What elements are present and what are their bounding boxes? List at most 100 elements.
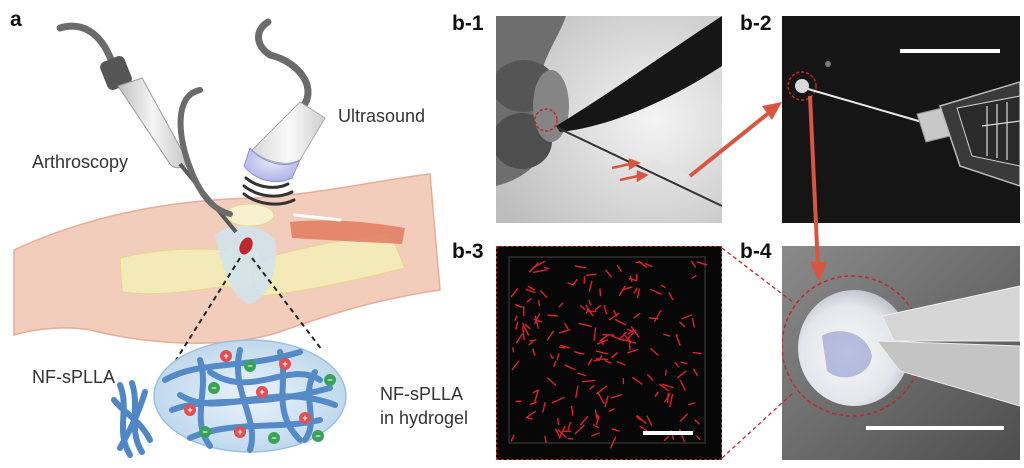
b3-fiber: [577, 372, 587, 377]
charge-markers: + + + + + + − − − − − −: [184, 350, 336, 444]
b3-fiber: [586, 273, 597, 276]
b3-fiber: [540, 290, 548, 298]
b3-fiber: [635, 415, 642, 421]
free-fibers: [111, 380, 153, 458]
svg-text:+: +: [282, 359, 287, 369]
b3-fiber: [558, 425, 566, 439]
b3-fiber: [646, 415, 653, 426]
b3-fiber: [510, 287, 519, 298]
b3-fiber: [567, 282, 575, 286]
b3-fiber: [533, 318, 543, 323]
b3-fiber: [692, 351, 702, 355]
b3-fiber: [669, 393, 674, 408]
b3-fiber: [687, 402, 696, 406]
b3-fiber: [525, 289, 536, 294]
b3-fiber: [526, 417, 533, 420]
patella: [225, 203, 275, 227]
b3-fiber: [573, 351, 585, 355]
b3-fiber: [527, 285, 536, 291]
b3-fiber: [694, 419, 700, 425]
b3-fiber: [616, 264, 622, 273]
panel-a-illustration: + + + + + + − − − − − −: [13, 18, 441, 458]
b3-fiber: [512, 346, 515, 353]
label-nf-splla-hydrogel-2: in hydrogel: [380, 408, 469, 428]
b3-fiber: [627, 330, 633, 335]
b3-fiber: [608, 312, 620, 321]
cartilage-region: [215, 225, 277, 304]
b3-fiber: [579, 304, 586, 311]
b1-dashed-circle: [534, 108, 558, 132]
b3-fiber: [616, 361, 626, 366]
b3-fiber: [511, 360, 520, 371]
b3-fiber-marks: [510, 260, 708, 449]
panel-label-b4: b-4: [740, 240, 772, 263]
label-nf-splla-hydrogel-1: NF-sPLLA: [380, 384, 464, 404]
b3-fiber: [515, 321, 519, 330]
b3-fiber: [585, 308, 589, 314]
tendon: [290, 220, 405, 244]
b3-fiber: [668, 292, 674, 301]
b3-fiber: [526, 298, 532, 303]
b3-fiber: [611, 335, 625, 342]
b3-fiber: [593, 358, 600, 362]
b3-fiber: [636, 415, 647, 425]
b3-fiber: [522, 325, 525, 341]
b3-fiber: [679, 413, 688, 422]
b3-fiber: [695, 435, 701, 441]
b3-fiber: [525, 410, 537, 419]
b3-fiber: [585, 304, 594, 317]
b3-fiber: [559, 329, 571, 334]
b3-fiber: [604, 395, 609, 408]
svg-text:−: −: [202, 427, 207, 437]
svg-text:+: +: [237, 427, 242, 437]
b3-fiber: [581, 379, 596, 383]
b3-fiber: [633, 312, 641, 319]
b3-fiber: [664, 393, 671, 403]
b3-fiber: [632, 376, 643, 385]
b3-fiber: [534, 389, 539, 403]
b3-fiber: [615, 319, 627, 326]
svg-text:−: −: [327, 375, 332, 385]
b3-fiber: [547, 314, 559, 317]
b3-fiber: [588, 300, 592, 306]
b3-fiber: [564, 323, 569, 330]
b3-fiber: [587, 358, 593, 366]
panel-label-a: a: [10, 8, 22, 31]
b3-fiber: [594, 409, 598, 419]
label-ultrasound: Ultrasound: [338, 106, 426, 126]
label-nf-splla: NF-sPLLA: [32, 367, 116, 387]
b3-fiber: [534, 315, 539, 329]
b3-fiber: [573, 278, 578, 285]
b3-fiber: [675, 333, 681, 346]
b3-fiber: [580, 415, 589, 426]
b3-fiber: [677, 370, 687, 379]
b3-fiber: [546, 330, 555, 341]
b3-fiber: [680, 361, 688, 365]
b3-fiber: [690, 260, 697, 268]
b3-fiber: [622, 286, 633, 291]
b3-fiber: [514, 315, 518, 322]
b3-fiber: [626, 328, 634, 332]
b3-fiber: [546, 377, 557, 386]
b3-fiber: [658, 383, 669, 392]
b3-fiber: [588, 280, 593, 292]
panel-label-b1: b-1: [452, 12, 484, 35]
b3-fiber: [653, 310, 662, 323]
b3-fiber: [661, 383, 674, 389]
b3-fiber: [627, 349, 639, 354]
b3-fiber: [592, 424, 600, 429]
b3-fiber: [549, 354, 554, 360]
b3-fiber: [591, 432, 600, 437]
b3-fiber: [595, 350, 609, 355]
b3-fiber: [534, 313, 541, 324]
b3-fiber: [696, 261, 708, 266]
b3-fiber: [638, 260, 648, 268]
b3-fiber: [679, 321, 686, 328]
b3-fiber: [594, 305, 602, 311]
svg-text:+: +: [223, 351, 228, 361]
b3-fiber: [556, 353, 560, 361]
b3-fiber: [575, 385, 579, 399]
b3-fiber: [537, 300, 540, 307]
b3-fiber: [605, 269, 612, 278]
